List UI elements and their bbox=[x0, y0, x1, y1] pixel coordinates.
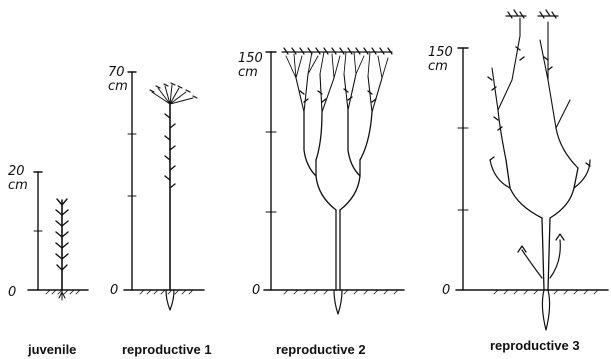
reproductive-3-ground bbox=[456, 290, 608, 294]
reproductive-2-label: reproductive 2 bbox=[276, 342, 366, 357]
reproductive-3-scale-bar bbox=[458, 48, 468, 290]
reproductive-3-scale-zero: 0 bbox=[442, 283, 450, 298]
reproductive-3-scale-top: 150 bbox=[428, 45, 453, 60]
reproductive-2-scale-zero: 0 bbox=[252, 283, 260, 298]
reproductive-1-group: 70 cm 0 reproductive 1 bbox=[108, 65, 212, 357]
juvenile-ground bbox=[28, 290, 88, 294]
juvenile-plant bbox=[56, 199, 68, 300]
reproductive-2-scale-top: 150 bbox=[238, 51, 263, 66]
reproductive-3-plant bbox=[488, 10, 590, 330]
reproductive-1-scale-unit: cm bbox=[108, 79, 128, 94]
reproductive-1-scale-bar bbox=[128, 72, 136, 290]
juvenile-scale-zero: 0 bbox=[8, 285, 16, 300]
reproductive-3-label: reproductive 3 bbox=[490, 338, 580, 353]
reproductive-1-plant bbox=[150, 83, 197, 310]
reproductive-3-scale-unit: cm bbox=[428, 59, 448, 74]
juvenile-label: juvenile bbox=[27, 342, 76, 357]
reproductive-2-scale-bar bbox=[266, 52, 276, 290]
reproductive-1-scale-top: 70 bbox=[108, 65, 125, 80]
reproductive-1-scale-zero: 0 bbox=[110, 283, 118, 298]
juvenile-scale-unit: cm bbox=[8, 178, 28, 193]
juvenile-group: 20 cm 0 juvenile bbox=[8, 164, 88, 357]
reproductive-1-label: reproductive 1 bbox=[122, 342, 212, 357]
juvenile-scale-bar bbox=[34, 172, 42, 290]
reproductive-3-group: 150 cm 0 reproductive 3 bbox=[428, 10, 608, 353]
reproductive-1-ground bbox=[124, 290, 204, 294]
juvenile-scale-top: 20 bbox=[8, 164, 25, 179]
reproductive-2-plant bbox=[282, 48, 392, 314]
reproductive-2-scale-unit: cm bbox=[238, 65, 258, 80]
reproductive-2-group: 150 cm 0 reproductive 2 bbox=[238, 48, 404, 357]
